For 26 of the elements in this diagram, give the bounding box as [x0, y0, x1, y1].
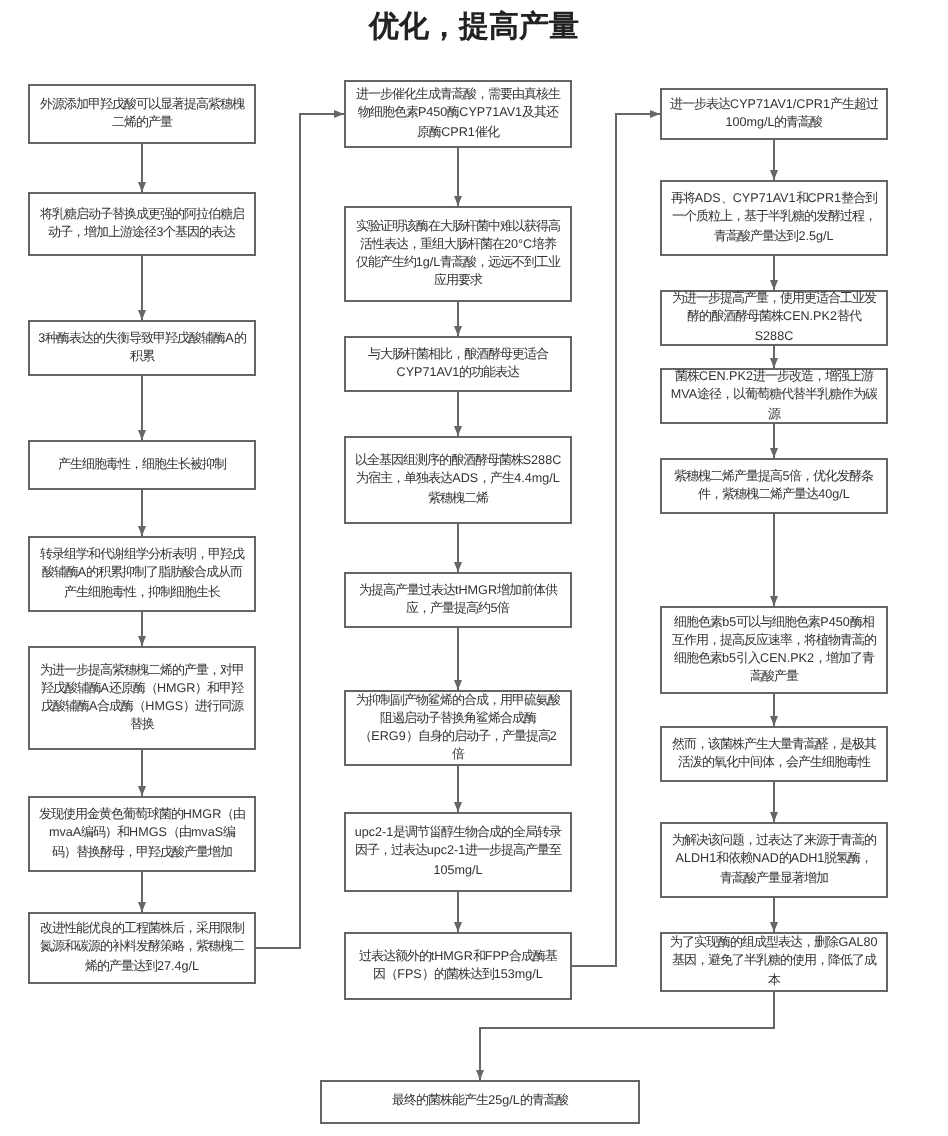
arrow — [454, 627, 462, 691]
arrow — [138, 489, 146, 537]
arrow — [138, 871, 146, 913]
arrow — [454, 301, 462, 337]
arrow — [454, 891, 462, 933]
arrow — [454, 765, 462, 813]
arrow — [138, 749, 146, 797]
arrow — [255, 110, 345, 949]
arrow — [138, 611, 146, 647]
arrow — [770, 897, 778, 933]
arrow — [476, 991, 775, 1081]
arrow — [454, 147, 462, 207]
arrow — [770, 693, 778, 727]
arrow — [770, 255, 778, 291]
title: 优化，提高产量 — [366, 8, 581, 46]
arrow — [138, 143, 146, 193]
arrow — [571, 110, 661, 967]
arrow — [770, 781, 778, 823]
arrow — [454, 523, 462, 573]
arrow — [770, 139, 778, 181]
arrow — [138, 375, 146, 441]
arrow — [770, 345, 778, 369]
arrow — [770, 513, 778, 607]
arrow — [138, 255, 146, 321]
arrow — [770, 423, 778, 459]
arrow — [454, 391, 462, 437]
